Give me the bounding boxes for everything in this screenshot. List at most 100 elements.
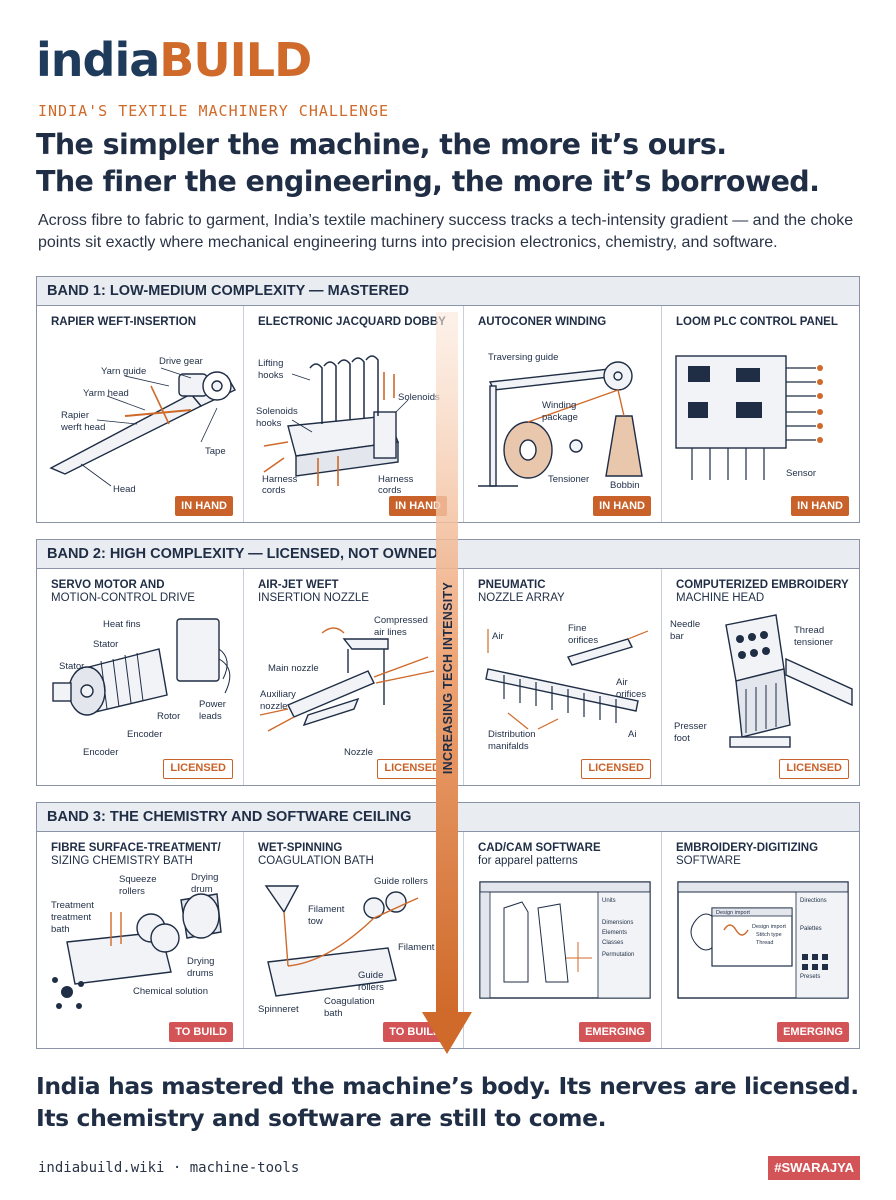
svg-text:cords: cords: [378, 485, 401, 496]
svg-text:Filament: Filament: [398, 942, 435, 953]
svg-text:Distribution: Distribution: [488, 729, 536, 740]
svg-text:werft head: werft head: [60, 422, 105, 433]
status-badge: LICENSED: [581, 759, 651, 779]
svg-text:treatment: treatment: [51, 912, 91, 923]
svg-text:Guide: Guide: [358, 970, 383, 981]
svg-text:package: package: [542, 412, 578, 423]
cad-window-icon: Units Dimensions Elements Classes Permut…: [479, 881, 651, 999]
svg-text:cords: cords: [262, 485, 285, 496]
card-rapier: RAPIER WEFT-INSERTION Drive gear Ya: [37, 306, 243, 522]
svg-text:Presser: Presser: [674, 721, 707, 732]
svg-text:Solenoids: Solenoids: [256, 406, 298, 417]
svg-text:Air: Air: [492, 631, 504, 642]
svg-text:Fine: Fine: [568, 623, 586, 634]
card-jacquard: ELECTRONIC JACQUARD DOBBY: [243, 306, 457, 522]
status-badge: LICENSED: [163, 759, 233, 779]
svg-text:manifalds: manifalds: [488, 741, 529, 752]
servo-icon: Heat fins Stator Stator Rotor Encoder Po…: [52, 618, 231, 758]
svg-text:Permutation: Permutation: [602, 952, 634, 958]
svg-text:Stitch type: Stitch type: [756, 932, 782, 938]
card-title: ELECTRONIC JACQUARD DOBBY: [258, 316, 446, 328]
closing-statement: India has mastered the machine’s body. I…: [36, 1070, 876, 1134]
svg-text:Directions: Directions: [800, 898, 827, 904]
svg-text:rollers: rollers: [119, 886, 145, 897]
svg-text:Squeeze: Squeeze: [119, 874, 157, 885]
svg-text:orifices: orifices: [616, 689, 646, 700]
band-title: BAND 1: LOW-MEDIUM COMPLEXITY — MASTERED: [37, 277, 859, 306]
status-badge: IN HAND: [175, 496, 233, 516]
card-title: FIBRE SURFACE-TREATMENT/SIZING CHEMISTRY…: [51, 842, 221, 867]
svg-text:Winding: Winding: [542, 400, 576, 411]
card-plc: LOOM PLC CONTROL PANEL: [661, 306, 859, 522]
svg-text:Treatment: Treatment: [51, 900, 94, 911]
svg-text:Presets: Presets: [800, 974, 820, 980]
kicker: INDIA'S TEXTILE MACHINERY CHALLENGE: [38, 102, 390, 120]
indiabuild-logo: indiaBUILD: [36, 33, 312, 87]
svg-text:Dimensions: Dimensions: [602, 920, 633, 926]
svg-text:bar: bar: [670, 631, 684, 642]
svg-text:Drive gear: Drive gear: [159, 356, 203, 367]
status-badge: IN HAND: [791, 496, 849, 516]
svg-text:Auxiliary: Auxiliary: [260, 689, 296, 700]
svg-text:foot: foot: [674, 733, 690, 744]
svg-text:rollers: rollers: [358, 982, 384, 993]
svg-text:Design import: Design import: [752, 924, 786, 930]
lede: Across fibre to fabric to garment, India…: [38, 212, 854, 251]
nozzle-array-icon: Air Fine orifices Air orifices Distribut…: [485, 623, 649, 752]
card-title: RAPIER WEFT-INSERTION: [51, 316, 197, 328]
svg-text:Harness: Harness: [378, 474, 414, 485]
digitizing-window-icon: Design import Design import Stitch type …: [677, 881, 849, 999]
svg-text:Drying: Drying: [187, 956, 214, 967]
svg-text:Compressed: Compressed: [374, 615, 428, 626]
rapier-icon: Drive gear Yarn guide Yarm head Rapier w…: [49, 356, 236, 495]
svg-text:orifices: orifices: [568, 635, 598, 646]
svg-text:Filament: Filament: [308, 904, 345, 915]
closing-line-1: India has mastered the machine’s body. I…: [36, 1072, 859, 1100]
wet-spinning-icon: Guide rollers Filament tow Filament Guid…: [258, 876, 435, 1019]
svg-text:Head: Head: [113, 484, 136, 495]
headline-line-1: The simpler the machine, the more it’s o…: [36, 128, 727, 161]
svg-text:Rapier: Rapier: [61, 410, 89, 421]
footer-source[interactable]: indiabuild.wiki · machine-tools: [38, 1160, 300, 1176]
svg-text:Power: Power: [199, 699, 226, 710]
svg-text:Heat fins: Heat fins: [103, 619, 141, 630]
sizing-bath-icon: Squeeze rollers Drying drum Treatment tr…: [51, 872, 222, 1009]
status-badge: EMERGING: [579, 1022, 651, 1042]
svg-text:Encoder: Encoder: [127, 729, 162, 740]
svg-text:Needle: Needle: [670, 619, 700, 630]
svg-text:drums: drums: [187, 968, 214, 979]
svg-text:hooks: hooks: [258, 370, 284, 381]
arrow-label: INCREASING TECH INTENSITY: [441, 581, 455, 775]
svg-text:Thread: Thread: [756, 940, 773, 946]
plc-icon: Sensor: [675, 355, 823, 480]
svg-text:Main nozzle: Main nozzle: [268, 663, 319, 674]
svg-text:Design import: Design import: [716, 910, 750, 916]
card-autoconer: AUTOCONER WINDING Traversing guide Windi…: [463, 306, 661, 522]
status-badge: LICENSED: [779, 759, 849, 779]
svg-text:Lifting: Lifting: [258, 358, 283, 369]
svg-text:Stator: Stator: [59, 661, 84, 672]
svg-text:bath: bath: [324, 1008, 343, 1019]
closing-line-2: Its chemistry and software are still to …: [36, 1104, 607, 1132]
svg-text:Harness: Harness: [262, 474, 298, 485]
card-title: AUTOCONER WINDING: [478, 316, 607, 328]
svg-text:hooks: hooks: [256, 418, 282, 429]
card-title: LOOM PLC CONTROL PANEL: [676, 316, 838, 328]
hashtag-badge: #SWARAJYA: [768, 1156, 860, 1180]
svg-text:Coagulation: Coagulation: [324, 996, 375, 1007]
svg-text:Sensor: Sensor: [786, 468, 816, 479]
svg-text:Classes: Classes: [602, 940, 623, 946]
svg-text:Yarn guide: Yarn guide: [101, 366, 146, 377]
svg-text:Chemical solution: Chemical solution: [133, 986, 208, 997]
status-badge: IN HAND: [389, 496, 447, 516]
status-badge: IN HAND: [593, 496, 651, 516]
